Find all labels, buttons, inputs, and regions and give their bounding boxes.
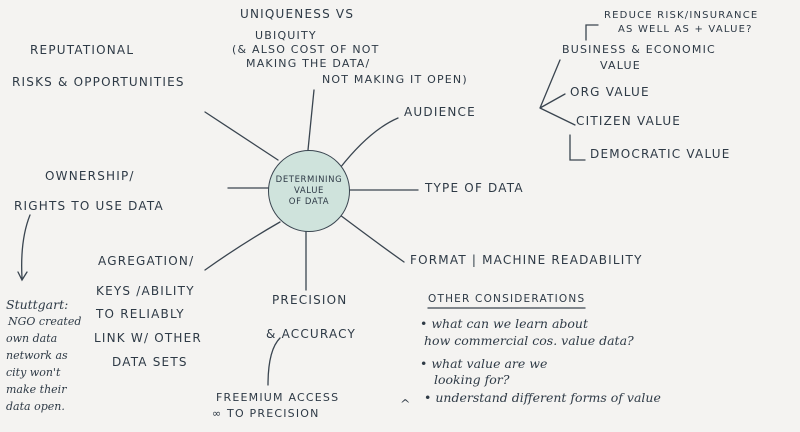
node-text: link w/ other (94, 331, 202, 345)
node-text: Rights to use data (14, 199, 164, 213)
node-text: to reliably (96, 307, 185, 321)
other-line: • what value are we (420, 356, 548, 371)
audience-note: Reduce risk/insurance (604, 10, 759, 21)
node-text: (& also cost of not (232, 43, 380, 56)
audience-child: Org value (570, 85, 650, 99)
node-text: making the data/ (246, 57, 371, 70)
node-text: Reputational (30, 43, 135, 57)
note-line: Stuttgart: (6, 297, 69, 312)
node-text: Ubiquity (255, 29, 317, 42)
other-line: • understand different forms of value (424, 390, 661, 405)
note-line: city won't (6, 366, 61, 379)
node-text: Risks & opportunities (12, 75, 185, 89)
node-text: data sets (112, 355, 188, 369)
audience-child: value (600, 59, 641, 72)
center-line: Value (294, 185, 324, 196)
node-text: not making it open) (322, 73, 468, 86)
node-text: Agregation/ (98, 254, 195, 268)
node-text: Freemium access (216, 391, 340, 404)
type-of-data-node: Type of data (425, 181, 524, 195)
audience-note: as well as + value? (618, 24, 753, 35)
audience-child: Democratic value (590, 147, 731, 161)
node-text: Precision (272, 293, 348, 307)
other-line: • what can we learn about (420, 316, 588, 331)
center-line: of Data (288, 196, 330, 207)
note-line: data open. (6, 400, 65, 413)
audience-child: Citizen value (576, 114, 682, 128)
central-node: Determining Value of Data (268, 150, 350, 232)
other-line: how commercial cos. value data? (424, 333, 634, 348)
caret-mark: ^ (400, 396, 411, 411)
node-text: & accuracy (266, 327, 357, 341)
format-node: Format | machine readability (410, 253, 643, 267)
audience-child: Business & economic (562, 43, 716, 56)
node-text: Audience (404, 105, 476, 119)
node-text: Ownership/ (45, 169, 135, 183)
node-text: Keys /ability (96, 284, 195, 298)
note-line: NGO created (8, 315, 82, 328)
node-text: Uniqueness vs (240, 7, 355, 21)
other-line: looking for? (434, 372, 510, 387)
other-title: Other considerations (428, 293, 586, 305)
note-line: network as (6, 349, 68, 362)
note-line: own data (6, 332, 58, 345)
node-text: ∞ to precision (212, 407, 320, 420)
center-line: Determining (275, 174, 343, 185)
note-line: make their (6, 383, 67, 396)
